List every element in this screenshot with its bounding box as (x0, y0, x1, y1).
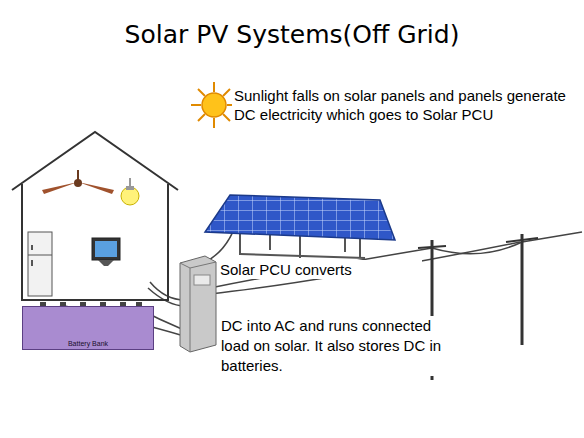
callout-text: Solar PCU converts (218, 260, 422, 279)
sun (191, 82, 237, 128)
callout-text: DC into AC and runs connected load on so… (219, 316, 448, 376)
solar-pcu (180, 256, 216, 352)
battery-bank: Battery Bank (22, 306, 154, 350)
refrigerator (28, 232, 52, 296)
light-bulb (121, 178, 139, 205)
ceiling-fan (42, 170, 114, 194)
television (92, 238, 120, 266)
diagram-title: Solar PV Systems(Off Grid) (125, 20, 460, 49)
solar-panels (205, 195, 395, 258)
house (12, 132, 178, 300)
node-label: Battery Bank (23, 340, 153, 347)
callout-text: Sunlight falls on solar panels and panel… (232, 86, 584, 124)
